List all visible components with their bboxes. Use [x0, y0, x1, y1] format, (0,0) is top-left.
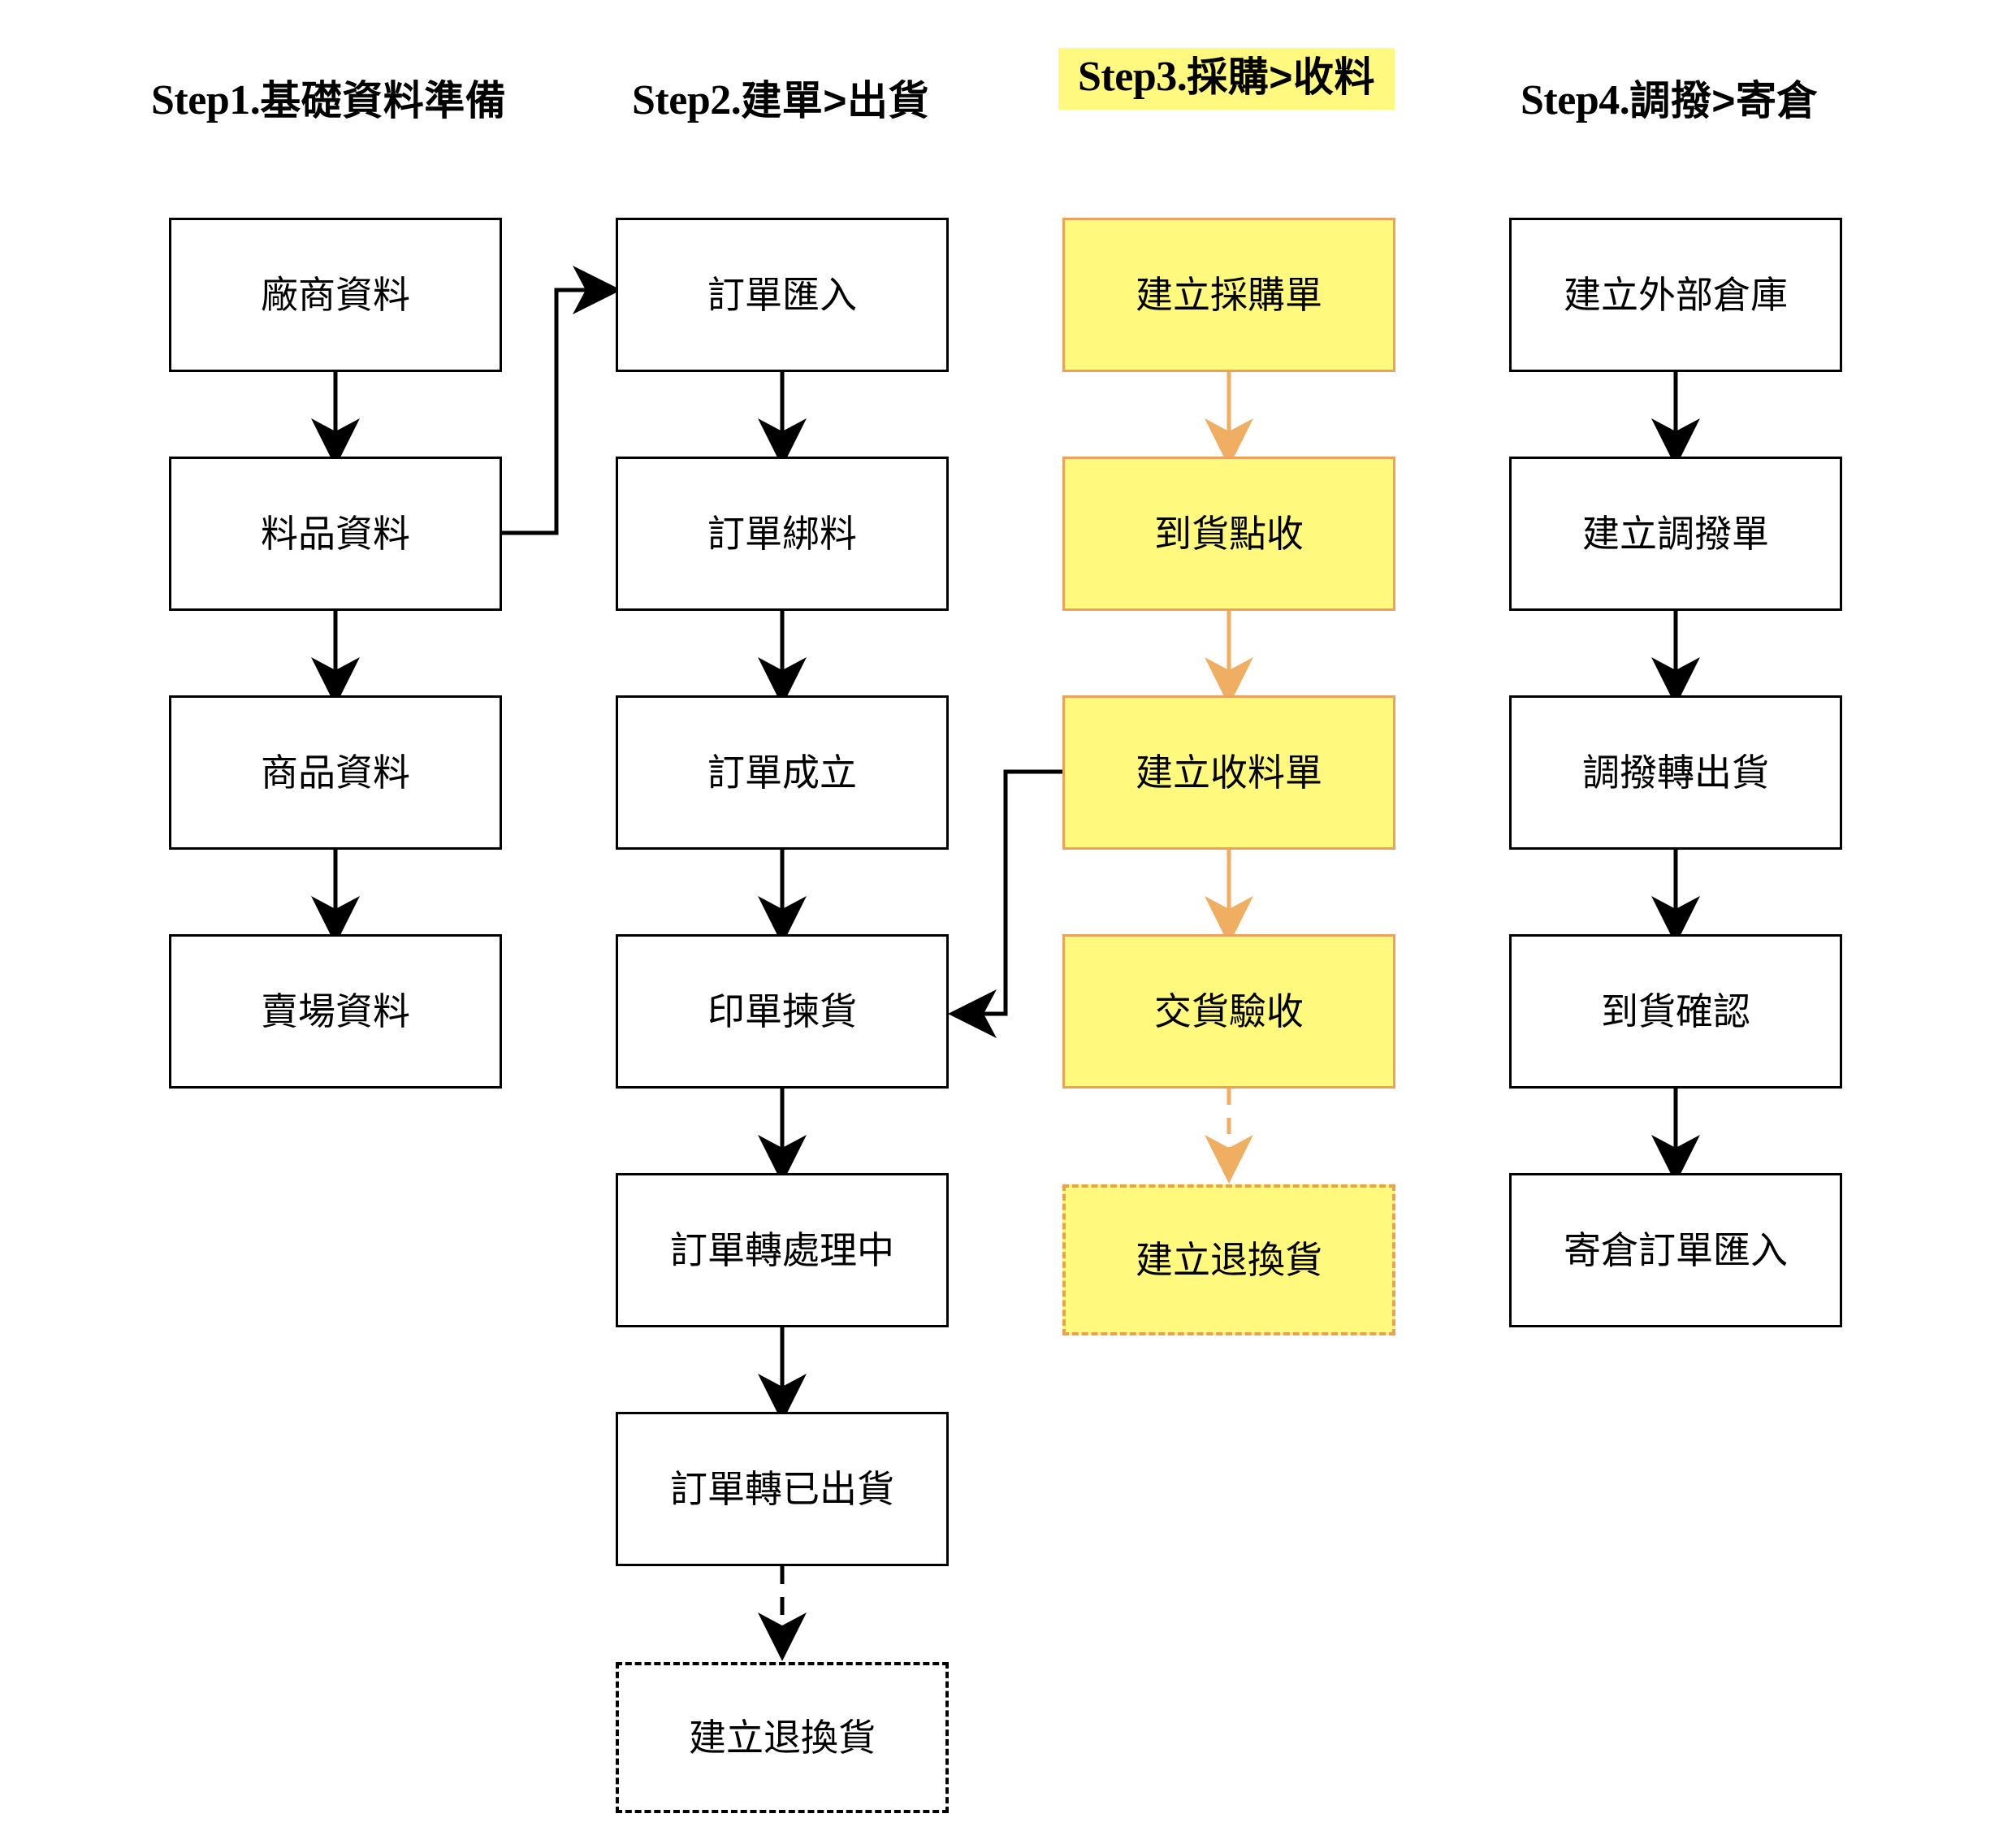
node-create-external-warehouse[interactable]: 建立外部倉庫 [1509, 218, 1842, 372]
node-order-created[interactable]: 訂單成立 [616, 695, 949, 850]
node-label: 建立採購單 [1136, 273, 1322, 316]
column-header-step1: Step1. 基礎資料準備 [151, 80, 506, 122]
node-label: 交貨驗收 [1154, 989, 1304, 1032]
node-label: 印單揀貨 [707, 989, 857, 1032]
node-create-return-exchange-purchase[interactable]: 建立退換貨 [1062, 1184, 1395, 1335]
column-header-step3-text: 採購>收料 [1187, 54, 1375, 100]
column-header-step3: Step3. 採購>收料 [1058, 48, 1395, 110]
node-order-import[interactable]: 訂單匯入 [616, 218, 949, 372]
column-header-step2: Step2. 建單>出貨 [632, 80, 929, 122]
node-arrival-confirmation[interactable]: 到貨確認 [1509, 934, 1842, 1089]
edge-n3-3-to-n2-4 [948, 769, 1080, 1038]
node-goods-arrival-check[interactable]: 到貨點收 [1062, 457, 1395, 611]
node-print-pick[interactable]: 印單揀貨 [616, 934, 949, 1089]
column-header-step4-text: 調撥>寄倉 [1629, 78, 1818, 123]
node-label: 訂單匯入 [707, 273, 857, 316]
node-label: 建立退換貨 [689, 1716, 876, 1759]
node-label: 訂單綁料 [707, 512, 857, 555]
node-transfer-to-shipment[interactable]: 調撥轉出貨 [1509, 695, 1842, 850]
column-header-step4: Step4. 調撥>寄倉 [1521, 80, 1818, 122]
column-header-step2-prefix: Step2. [632, 77, 742, 123]
node-vendor-data[interactable]: 廠商資料 [169, 218, 502, 372]
node-label: 料品資料 [261, 512, 410, 555]
node-label: 廠商資料 [261, 273, 410, 316]
node-order-bind-material[interactable]: 訂單綁料 [616, 457, 949, 611]
node-create-transfer-order[interactable]: 建立調撥單 [1509, 457, 1842, 611]
node-label: 到貨點收 [1154, 512, 1304, 555]
node-label: 建立調撥單 [1582, 512, 1769, 555]
node-order-processing[interactable]: 訂單轉處理中 [616, 1173, 949, 1327]
node-consignment-order-import[interactable]: 寄倉訂單匯入 [1509, 1173, 1842, 1327]
column-header-step3-prefix: Step3. [1078, 54, 1188, 100]
node-label: 訂單轉已出貨 [670, 1467, 894, 1510]
node-delivery-acceptance[interactable]: 交貨驗收 [1062, 934, 1395, 1089]
column-header-step1-prefix: Step1. [151, 77, 261, 123]
node-label: 商品資料 [261, 751, 410, 794]
node-create-return-exchange-order[interactable]: 建立退換貨 [616, 1662, 949, 1813]
node-label: 訂單轉處理中 [670, 1228, 894, 1271]
node-label: 寄倉訂單匯入 [1564, 1228, 1788, 1271]
node-label: 到貨確認 [1601, 989, 1750, 1032]
edge-n1-2-to-n2-1 [502, 266, 621, 535]
node-product-data[interactable]: 商品資料 [169, 695, 502, 850]
node-create-purchase-order[interactable]: 建立採購單 [1062, 218, 1395, 372]
node-label: 建立外部倉庫 [1564, 273, 1788, 316]
node-label: 建立收料單 [1136, 751, 1322, 794]
column-header-step4-prefix: Step4. [1521, 77, 1630, 123]
node-label: 賣場資料 [261, 989, 410, 1032]
node-order-shipped[interactable]: 訂單轉已出貨 [616, 1412, 949, 1566]
node-label: 訂單成立 [707, 751, 857, 794]
column-header-step1-text: 基礎資料準備 [260, 78, 507, 123]
node-create-receiving-order[interactable]: 建立收料單 [1062, 695, 1395, 850]
node-store-data[interactable]: 賣場資料 [169, 934, 502, 1089]
node-label: 調撥轉出貨 [1582, 751, 1769, 794]
node-material-data[interactable]: 料品資料 [169, 457, 502, 611]
column-header-step2-text: 建單>出貨 [741, 78, 929, 123]
node-label: 建立退換貨 [1136, 1238, 1322, 1281]
